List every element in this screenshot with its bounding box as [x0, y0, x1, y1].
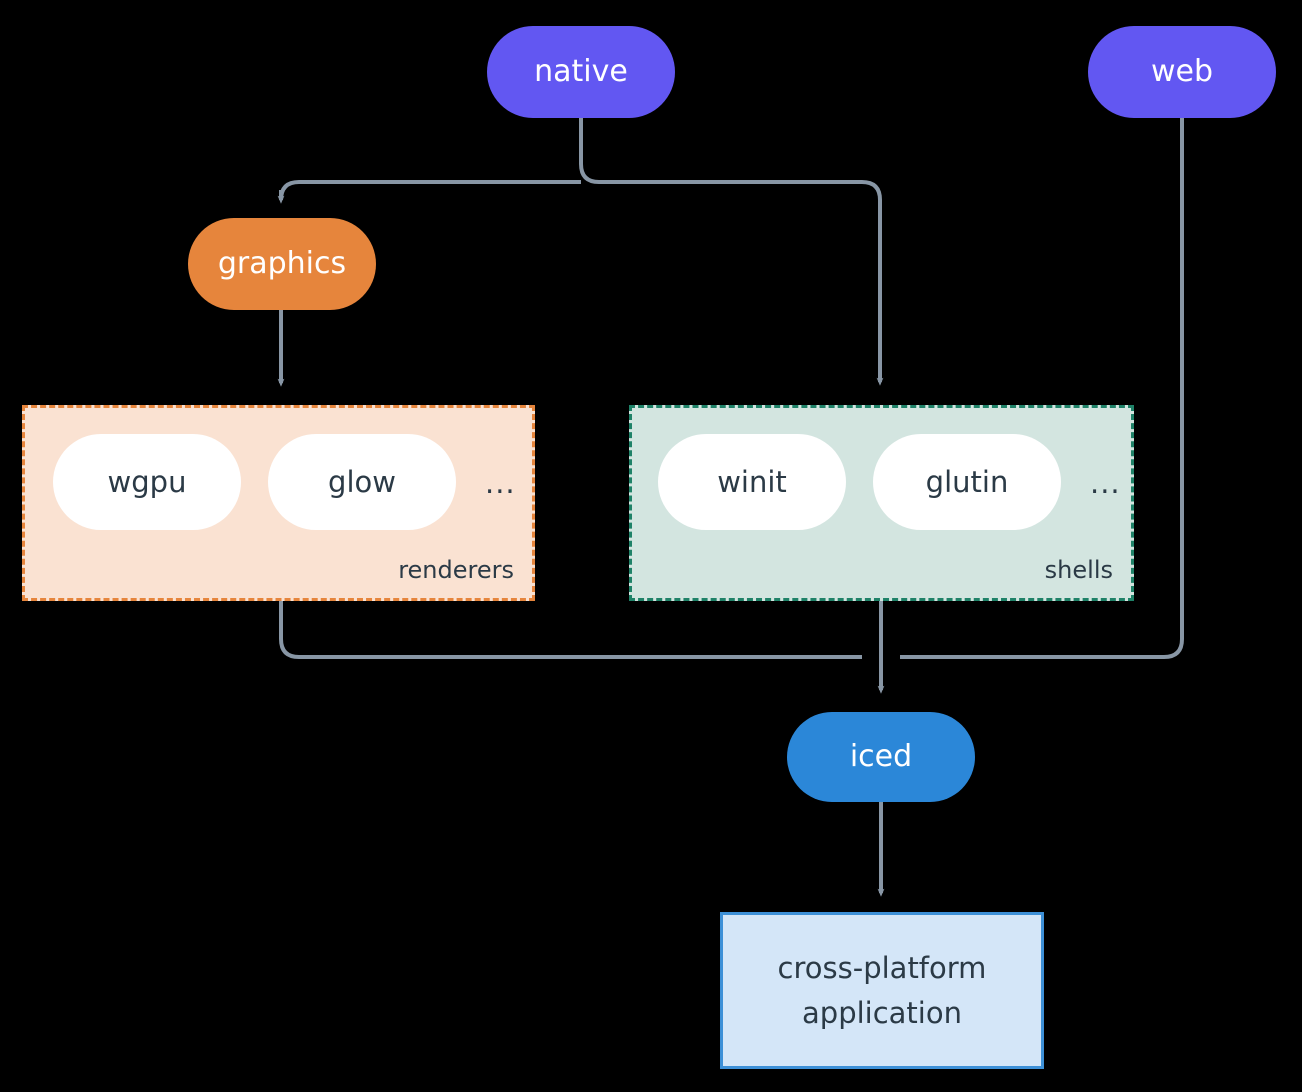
node-application[interactable]: cross-platform application — [720, 912, 1044, 1069]
node-iced[interactable]: iced — [787, 712, 975, 802]
group-renderers-label: renderers — [398, 556, 514, 584]
leaf-wgpu[interactable]: wgpu — [53, 434, 241, 530]
application-label-line2: application — [802, 995, 962, 1030]
edge-native-split — [579, 116, 884, 386]
edge-native-graphics — [279, 180, 581, 201]
leaf-glutin-label: glutin — [925, 465, 1009, 499]
node-web-label: web — [1150, 53, 1214, 89]
leaf-winit-label: winit — [717, 465, 787, 499]
leaf-glow[interactable]: glow — [268, 434, 456, 530]
edge-renderers-iced — [279, 600, 862, 659]
leaf-glutin[interactable]: glutin — [873, 434, 1061, 530]
group-shells: winit glutin ... shells — [629, 405, 1134, 601]
group-renderers: wgpu glow ... renderers — [22, 405, 535, 601]
shells-overflow-ellipsis: ... — [1090, 466, 1121, 500]
application-label-line1: cross-platform — [777, 950, 987, 985]
node-web[interactable]: web — [1088, 26, 1276, 118]
node-graphics[interactable]: graphics — [188, 218, 376, 310]
leaf-glow-label: glow — [328, 465, 396, 499]
node-graphics-label: graphics — [217, 245, 347, 281]
node-iced-label: iced — [849, 738, 913, 774]
leaf-wgpu-label: wgpu — [107, 465, 187, 499]
group-shells-label: shells — [1044, 556, 1113, 584]
node-native-label: native — [534, 53, 628, 89]
node-native[interactable]: native — [487, 26, 675, 118]
leaf-winit[interactable]: winit — [658, 434, 846, 530]
renderers-overflow-ellipsis: ... — [485, 466, 516, 500]
